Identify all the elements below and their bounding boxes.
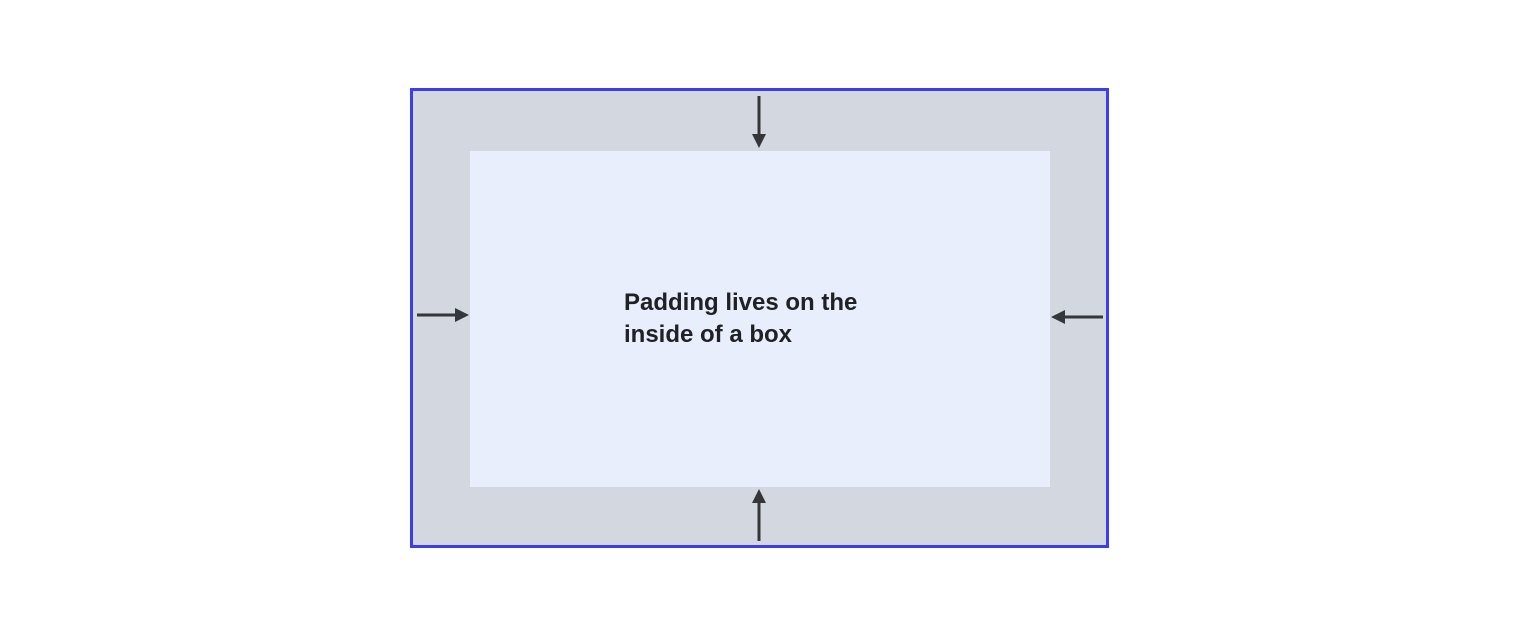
diagram-label-line2: inside of a box [624,321,793,348]
arrow-right-icon [417,307,469,323]
arrow-left-icon [1051,309,1103,325]
arrow-down-icon [751,96,767,148]
diagram-label: Padding lives on the inside of a box [624,287,896,351]
content-box: Padding lives on the inside of a box [470,151,1050,487]
arrow-up-icon [751,489,767,541]
padding-box: Padding lives on the inside of a box [410,88,1109,548]
diagram-label-line1: Padding lives on the [624,289,858,316]
